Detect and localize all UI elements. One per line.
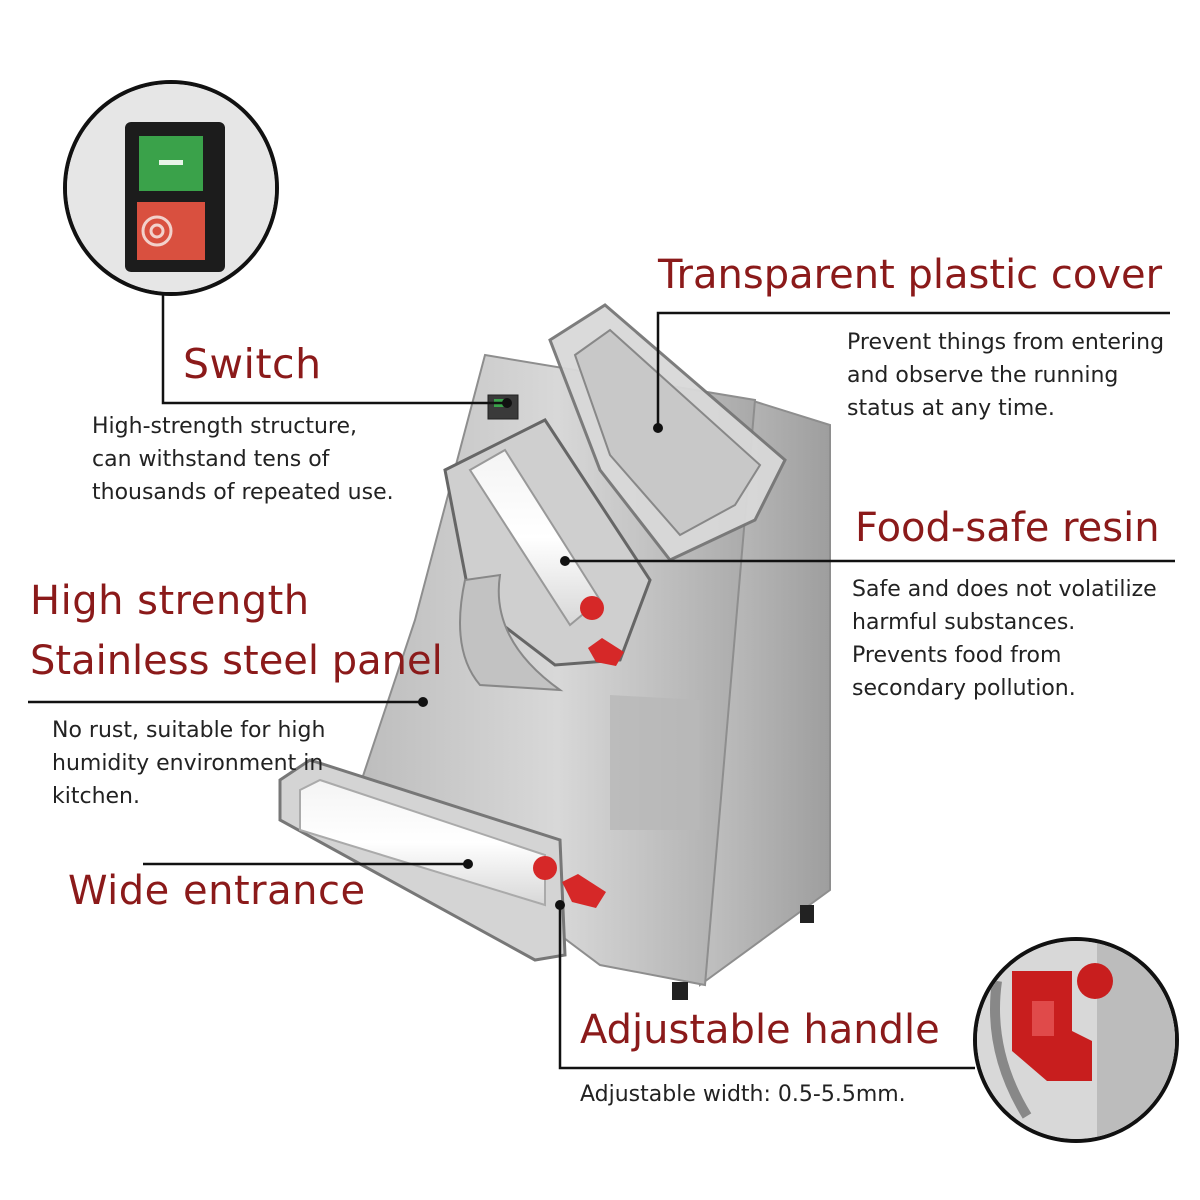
resin-desc: Safe and does not volatilize harmful sub… <box>852 573 1157 705</box>
power-switch-icon <box>67 84 275 292</box>
entrance-title: Wide entrance <box>68 868 366 914</box>
panel-title-line2: Stainless steel panel <box>30 638 443 684</box>
desc-line: and observe the running <box>847 363 1119 388</box>
switch-desc: High-strength structure, can withstand t… <box>92 410 394 509</box>
cover-dot <box>653 423 663 433</box>
switch-leader <box>161 285 507 405</box>
foot <box>672 982 688 1000</box>
foot <box>800 905 814 923</box>
desc-line: status at any time. <box>847 396 1055 421</box>
red-knob-upper <box>580 596 604 620</box>
red-knob-lower <box>533 856 557 880</box>
handle-desc: Adjustable width: 0.5-5.5mm. <box>580 1078 906 1111</box>
lower-chute <box>610 695 700 830</box>
desc-line: Prevent things from entering <box>847 330 1165 355</box>
adjustable-handle-icon <box>977 941 1175 1139</box>
desc-line: No rust, suitable for high <box>52 718 326 743</box>
panel-desc: No rust, suitable for high humidity envi… <box>52 714 325 813</box>
switch-inset <box>63 80 279 296</box>
red-lever-upper <box>588 638 624 666</box>
entrance-dot <box>463 859 473 869</box>
red-lever-lower <box>562 874 606 908</box>
desc-line: thousands of repeated use. <box>92 480 394 505</box>
handle-dot <box>555 900 565 910</box>
handle-inset <box>973 937 1179 1143</box>
switch-title: Switch <box>183 340 322 388</box>
desc-line: Safe and does not volatilize <box>852 577 1157 602</box>
desc-line: kitchen. <box>52 784 140 809</box>
handle-leader <box>558 905 975 1070</box>
cover-leader <box>656 311 1170 428</box>
roller-arc <box>459 573 564 692</box>
desc-line: Adjustable width: 0.5-5.5mm. <box>580 1082 906 1107</box>
switch-dot <box>502 398 512 408</box>
cover-title: Transparent plastic cover <box>658 252 1163 298</box>
handle-title: Adjustable handle <box>580 1007 940 1053</box>
desc-line: High-strength structure, <box>92 414 357 439</box>
desc-line: harmful substances. <box>852 610 1076 635</box>
desc-line: can withstand tens of <box>92 447 330 472</box>
desc-line: secondary pollution. <box>852 676 1076 701</box>
cover-inner <box>573 328 762 537</box>
resin-dot <box>560 556 570 566</box>
cover-desc: Prevent things from entering and observe… <box>847 326 1164 425</box>
panel-title-line1: High strength <box>30 578 310 624</box>
resin-title: Food-safe resin <box>855 505 1160 551</box>
desc-line: humidity environment in <box>52 751 324 776</box>
desc-line: Prevents food from <box>852 643 1062 668</box>
panel-dot <box>418 697 428 707</box>
